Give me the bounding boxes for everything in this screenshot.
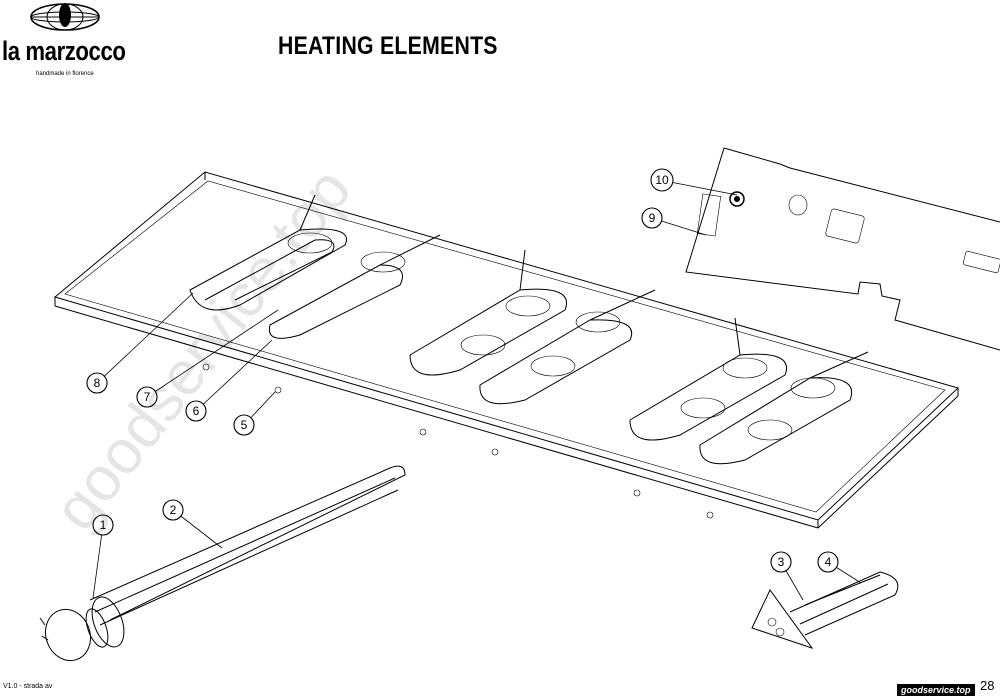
version-footer: V1.0 - strada av: [3, 683, 53, 690]
callout-8: 8: [86, 372, 108, 394]
page-number: 28: [980, 678, 995, 693]
page-title: HEATING ELEMENTS: [278, 32, 498, 60]
callout-10: 10: [650, 168, 674, 192]
svg-text:5: 5: [241, 418, 248, 432]
small-heating-element: [751, 571, 899, 649]
site-badge: goodservice.top: [897, 684, 975, 696]
heating-element-group-1: [189, 194, 441, 339]
long-heating-element: [39, 465, 406, 662]
svg-text:8: 8: [94, 376, 101, 390]
callout-1: 1: [92, 514, 114, 536]
svg-text:6: 6: [193, 404, 200, 418]
brand-tagline: handmade in florence: [36, 71, 94, 77]
leader-lines: [92, 179, 862, 601]
heating-element-group-3: [629, 317, 869, 465]
callout-9: 9: [641, 207, 663, 229]
heating-element-group-2: [409, 249, 656, 405]
callout-2: 2: [162, 499, 184, 521]
svg-text:1: 1: [100, 518, 107, 532]
heating-tray: [53, 171, 959, 529]
callout-4: 4: [817, 551, 839, 573]
svg-text:9: 9: [649, 211, 656, 225]
svg-text:3: 3: [778, 555, 785, 569]
brand-name: la marzocco: [2, 36, 126, 66]
callout-5: 5: [233, 414, 255, 436]
svg-text:2: 2: [170, 503, 177, 517]
globe-lion-icon: [30, 3, 100, 31]
callout-7: 7: [136, 386, 158, 408]
rear-panel: [685, 147, 1000, 351]
callout-6: 6: [185, 400, 207, 422]
svg-text:10: 10: [655, 173, 669, 187]
nuts: [202, 363, 714, 519]
brand-logo: la marzocco handmade in florence: [0, 0, 140, 85]
callout-3: 3: [770, 551, 792, 573]
svg-text:4: 4: [825, 555, 832, 569]
svg-text:7: 7: [144, 390, 151, 404]
